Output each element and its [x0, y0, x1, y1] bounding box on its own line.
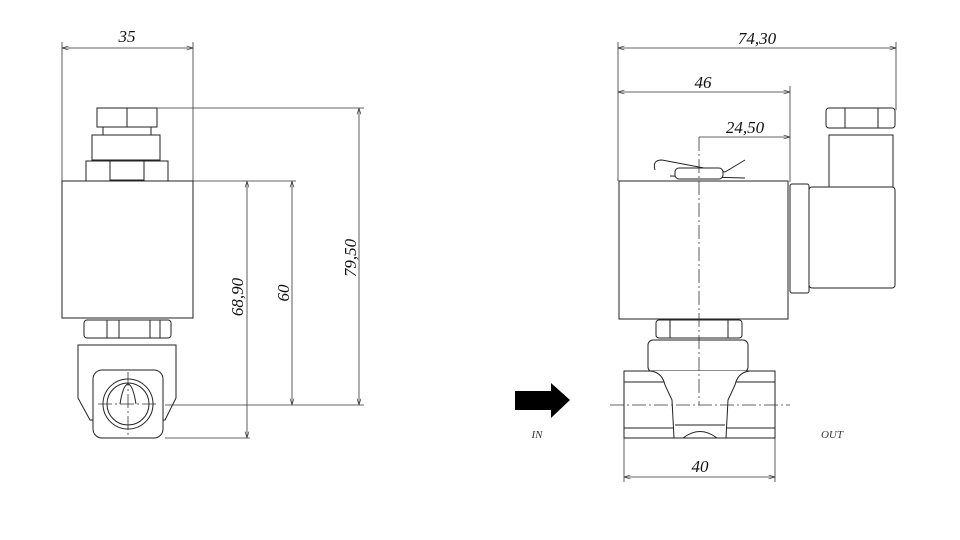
connector-neck [828, 134, 894, 188]
dim-coil-width-label: 46 [695, 73, 713, 92]
left-view-valve [61, 107, 194, 439]
inlet-label: IN [531, 429, 544, 441]
valve-seat [649, 370, 751, 439]
lower-hex [83, 319, 172, 339]
left-view-dimensions: 35 79,50 60 68,90 [61, 27, 364, 439]
connector-body [808, 186, 896, 289]
dim-axis-offset-label: 24,50 [726, 118, 765, 137]
coil-body [618, 180, 789, 320]
right-view-dimensions: 74,30 46 24,50 40 [617, 29, 897, 482]
collar [91, 134, 161, 161]
connector-flange [789, 183, 810, 294]
dim-overall-width-label: 74,30 [738, 29, 777, 48]
flow-direction: IN OUT [515, 383, 844, 441]
right-view-valve [610, 107, 896, 439]
dim-axis-height-label: 60 [274, 284, 293, 302]
coil-body [61, 180, 194, 319]
connector-cap [825, 107, 896, 129]
dim-port-length-label: 40 [692, 457, 710, 476]
bonnet [647, 339, 749, 373]
dim-total-height-label: 79,50 [341, 238, 360, 277]
dim-body-height-label: 68,90 [228, 277, 247, 316]
flow-arrow-icon [515, 383, 570, 418]
outlet-label: OUT [821, 429, 844, 441]
dim-width-label: 35 [118, 27, 136, 46]
